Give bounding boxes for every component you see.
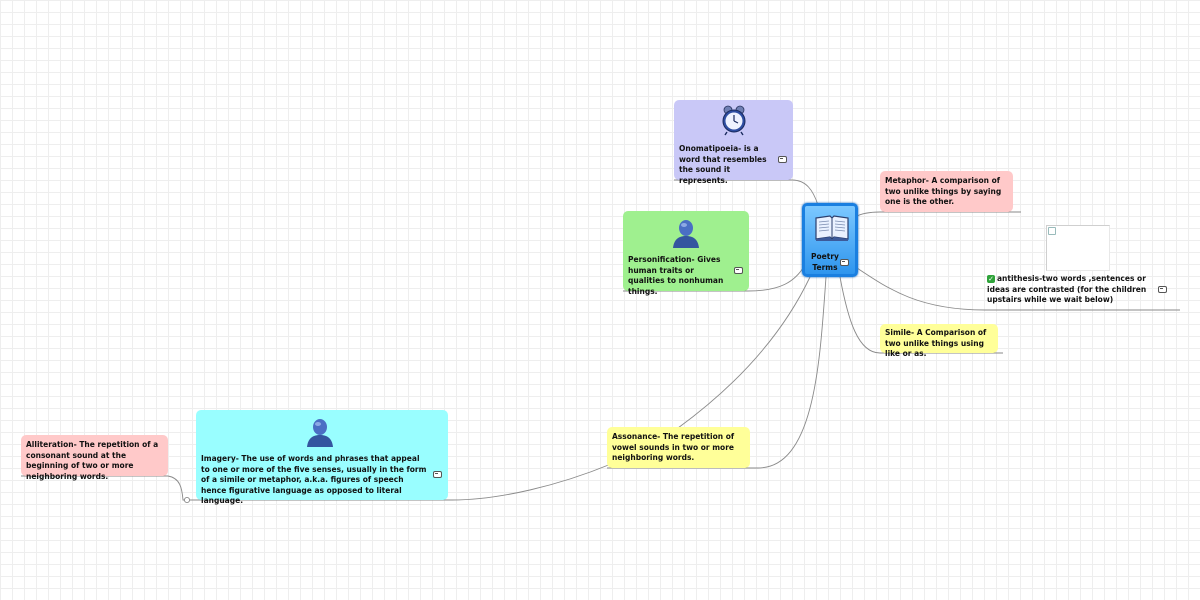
topic-imagery[interactable]: Imagery- The use of words and phrases th… bbox=[196, 410, 448, 505]
topic-metaphor[interactable]: Metaphor- A comparison of two unlike thi… bbox=[880, 171, 1013, 212]
topic-antithesis-text: antithesis-two words ,sentences or ideas… bbox=[987, 274, 1147, 304]
topic-onomatopoeia[interactable]: Onomatipoeia- is a word that resembles t… bbox=[674, 100, 793, 185]
topic-imagery-text: Imagery- The use of words and phrases th… bbox=[201, 454, 427, 505]
person-silhouette-icon bbox=[673, 220, 699, 248]
central-topic-poetry-terms[interactable]: Poetry Terms bbox=[802, 203, 858, 277]
note-icon[interactable] bbox=[433, 471, 442, 478]
connector-assonance bbox=[677, 276, 811, 429]
note-icon[interactable] bbox=[1158, 286, 1167, 293]
note-icon[interactable] bbox=[840, 259, 849, 266]
note-icon[interactable] bbox=[778, 156, 787, 163]
topic-alliteration-text: Alliteration- The repetition of a conson… bbox=[26, 440, 159, 481]
checkbox-checked-icon[interactable]: ✓ bbox=[987, 275, 995, 283]
person-silhouette-icon bbox=[307, 419, 333, 447]
topic-personification[interactable]: Personification- Gives human traits or q… bbox=[623, 211, 749, 296]
topic-antithesis[interactable]: ✓antithesis-two words ,sentences or idea… bbox=[983, 272, 1173, 310]
topic-simile[interactable]: Simile- A Comparison of two unlike thing… bbox=[880, 324, 998, 358]
open-book-icon bbox=[815, 215, 849, 241]
connector-metaphor bbox=[854, 211, 1021, 218]
note-icon[interactable] bbox=[734, 267, 743, 274]
topic-alliteration[interactable]: Alliteration- The repetition of a conson… bbox=[21, 435, 168, 481]
topic-assonance-text: Assonance- The repetition of vowel sound… bbox=[612, 432, 735, 462]
topic-onomatopoeia-text: Onomatipoeia- is a word that resembles t… bbox=[679, 144, 767, 185]
alarm-clock-icon bbox=[722, 105, 746, 136]
topic-simile-text: Simile- A Comparison of two unlike thing… bbox=[885, 328, 987, 358]
topic-metaphor-text: Metaphor- A comparison of two unlike thi… bbox=[885, 176, 1002, 206]
collapse-handle bbox=[183, 496, 191, 504]
topic-personification-text: Personification- Gives human traits or q… bbox=[628, 255, 724, 296]
broken-image-placeholder bbox=[1046, 225, 1110, 271]
central-topic-label: Poetry Terms bbox=[811, 252, 839, 272]
connector-alliteration-branch bbox=[167, 475, 196, 501]
topic-assonance[interactable]: Assonance- The repetition of vowel sound… bbox=[607, 427, 750, 468]
